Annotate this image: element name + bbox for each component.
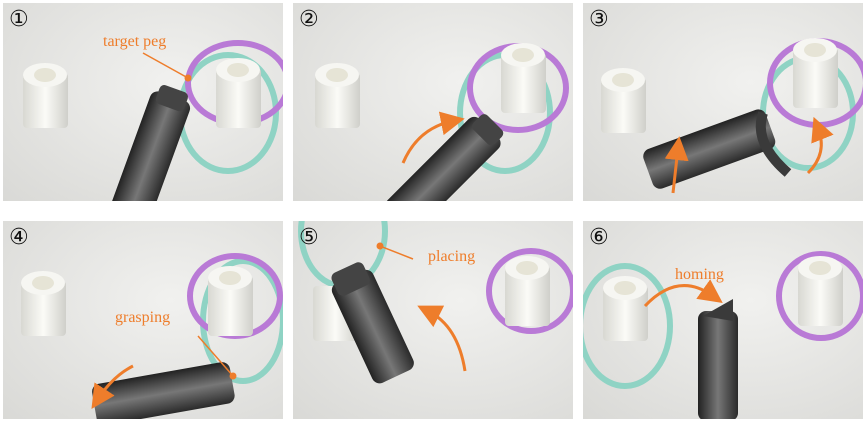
step-number: ③	[589, 7, 609, 32]
annotation-label: target peg	[103, 33, 167, 50]
photo-panel-1: ① target peg	[3, 3, 283, 201]
step-number: ⑥	[589, 225, 609, 250]
photo-panel-6: ⑥ homing	[583, 221, 863, 419]
photo-panel-4: ④ grasping	[3, 221, 283, 419]
step-number: ④	[9, 225, 29, 250]
photo-panel-5: ⑤ placing	[293, 221, 573, 419]
step-number: ②	[299, 7, 319, 32]
step-number: ①	[9, 7, 29, 32]
photo-panel-3: ③	[583, 3, 863, 201]
annotation-label: grasping	[115, 309, 171, 326]
step-number: ⑤	[299, 225, 319, 250]
annotation-label: placing	[428, 248, 476, 265]
photo-panel-2: ②	[293, 3, 573, 201]
annotation-label: homing	[675, 266, 724, 283]
